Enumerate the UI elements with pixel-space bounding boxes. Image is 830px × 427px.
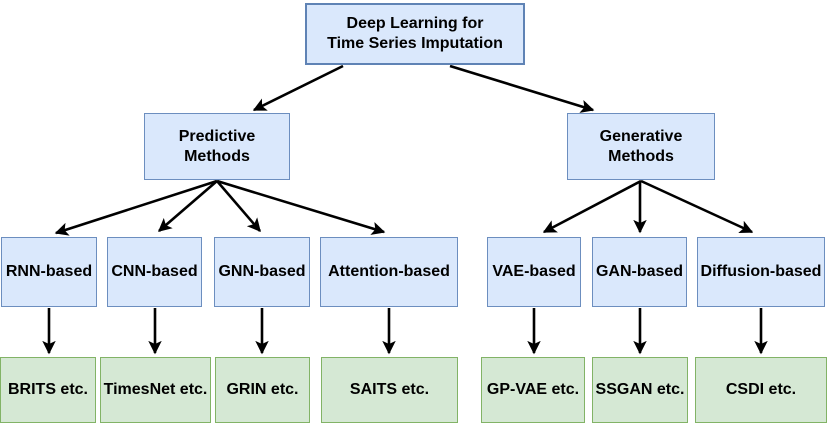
edge-root-predictive xyxy=(252,64,344,112)
node-predictive-methods: Predictive Methods xyxy=(144,113,290,180)
edge-predictive-attention xyxy=(216,179,386,235)
node-root-deep-learning: Deep Learning for Time Series Imputation xyxy=(305,3,525,65)
edge-predictive-gnn xyxy=(216,180,261,233)
node-diffusion-based: Diffusion-based xyxy=(697,237,825,307)
node-example-brits: BRITS etc. xyxy=(0,357,96,423)
node-example-ssgan: SSGAN etc. xyxy=(592,357,688,423)
edge-generative-vae xyxy=(542,179,642,234)
edge-generative-diffusion xyxy=(640,179,754,234)
node-cnn-based: CNN-based xyxy=(107,237,202,307)
node-attention-based: Attention-based xyxy=(320,237,458,307)
node-generative-methods: Generative Methods xyxy=(567,113,715,180)
node-vae-based: VAE-based xyxy=(487,237,581,307)
edge-predictive-rnn xyxy=(54,179,218,236)
node-example-grin: GRIN etc. xyxy=(215,357,310,423)
node-example-timesnet: TimesNet etc. xyxy=(100,357,211,423)
node-example-saits: SAITS etc. xyxy=(321,357,458,423)
edge-root-generative xyxy=(449,64,595,113)
node-gan-based: GAN-based xyxy=(592,237,687,307)
node-gnn-based: GNN-based xyxy=(214,237,310,307)
node-example-gpvae: GP-VAE etc. xyxy=(481,357,585,423)
edge-predictive-cnn xyxy=(157,180,218,232)
node-rnn-based: RNN-based xyxy=(1,237,97,307)
node-example-csdi: CSDI etc. xyxy=(695,357,827,423)
